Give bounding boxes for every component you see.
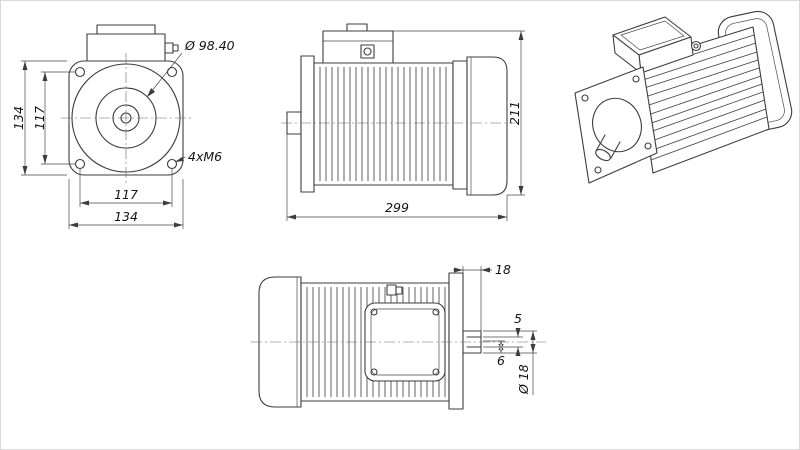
motor-body [313,62,454,186]
fin-lines [319,67,447,181]
dim-front-width-inner: 117 [114,187,138,202]
flange-plate [300,55,315,193]
gland-top [386,284,397,296]
dim-shaft-diameter: Ø 18 [516,364,531,395]
dim-bolt-spec: 4xM6 [188,149,222,164]
isometric-view [574,10,793,184]
bolt-hole-3d [632,75,640,83]
gland-hole [363,47,372,56]
cable-gland-hole-3d [693,43,699,49]
dim-overall-length: 299 [385,200,409,215]
bolt-hole [166,66,178,78]
bolt-hole-3d [644,142,652,150]
centerlines [61,53,191,183]
dim-front-width-outer: 134 [114,209,138,224]
lid-screw [370,308,378,316]
cable-gland-tip [172,44,179,52]
shaft-end-3d [595,148,611,162]
lid-screw [432,368,440,376]
dim-overall-height: 211 [507,101,522,125]
dim-front-height-inner: 117 [32,106,47,130]
cable-gland-3d [690,40,702,52]
dim-key-height: 6 [497,353,505,368]
flange-plate-top [448,272,464,410]
dimension-lines [286,30,525,221]
dimension-lines [21,52,186,229]
dim-key-width: 5 [514,311,522,326]
fan-cover [466,56,508,196]
end-bell [452,60,468,190]
terminal-box-lid-3d [620,20,685,51]
flange-3d [574,66,658,184]
lid-screw [370,368,378,376]
spigot-3d [592,97,642,153]
terminal-box [322,30,394,64]
fin-lines-3d [637,34,768,161]
dim-pitch-circle-diameter: Ø 98.40 [184,38,235,53]
lid-screw [432,308,440,316]
gland-tip-top [395,286,403,295]
terminal-box-knob [346,23,368,32]
bolt-hole-3d [594,166,602,174]
top-view: 18 5 6 Ø 18 [251,262,546,410]
dim-front-height-outer: 134 [11,106,26,130]
gland-plate [360,44,375,59]
bolt-hole-3d [581,94,589,102]
shaft-3d [595,134,621,159]
cable-gland [164,42,174,54]
terminal-box-lid [96,24,156,35]
dim-shaft-length: 18 [495,262,511,277]
front-view: 134 117 117 134 Ø 98.40 4xM6 [11,24,235,229]
keyway-lines [466,336,482,348]
side-view: 299 211 [281,23,525,221]
